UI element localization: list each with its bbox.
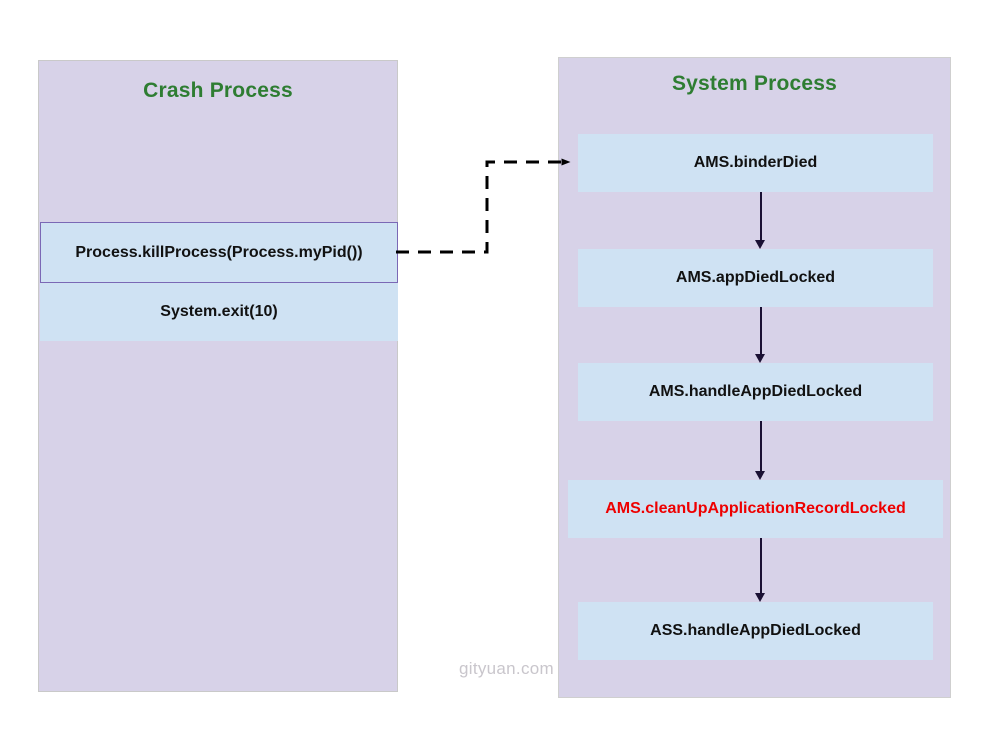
crash-process-panel: Crash Process Process.killProcess(Proces… xyxy=(38,60,398,692)
arrow-head-icon xyxy=(755,593,765,602)
arrow-head-icon xyxy=(755,354,765,363)
arrow-shaft xyxy=(760,538,762,595)
system-process-title: System Process xyxy=(671,72,838,95)
crash-process-title: Crash Process xyxy=(143,79,293,102)
arrow-cleanup-to-asshandleappdiedlocked xyxy=(755,538,766,602)
arrow-handleappdiedlocked-to-cleanup xyxy=(755,421,766,480)
node-system-exit: System.exit(10) xyxy=(40,283,398,341)
arrow-head-icon xyxy=(755,471,765,480)
node-ams-handle-app-died-locked: AMS.handleAppDiedLocked xyxy=(578,363,933,421)
node-ass-handle-app-died-locked: ASS.handleAppDiedLocked xyxy=(578,602,933,660)
node-ams-clean-up-application-record-locked: AMS.cleanUpApplicationRecordLocked xyxy=(568,480,943,538)
arrow-head-icon xyxy=(755,240,765,249)
node-ams-binder-died: AMS.binderDied xyxy=(578,134,933,192)
watermark: gityuan.com xyxy=(459,659,554,678)
arrow-shaft xyxy=(760,192,762,242)
dashed-path xyxy=(396,158,571,254)
arrow-binderdied-to-appdiedlocked xyxy=(755,192,766,249)
node-ams-app-died-locked: AMS.appDiedLocked xyxy=(578,249,933,307)
arrow-appdiedlocked-to-handleappdiedlocked xyxy=(755,307,766,363)
node-kill-process: Process.killProcess(Process.myPid()) xyxy=(40,222,398,283)
system-process-panel: System Process AMS.binderDied AMS.appDie… xyxy=(558,57,951,698)
arrow-shaft xyxy=(760,307,762,356)
arrow-shaft xyxy=(760,421,762,473)
